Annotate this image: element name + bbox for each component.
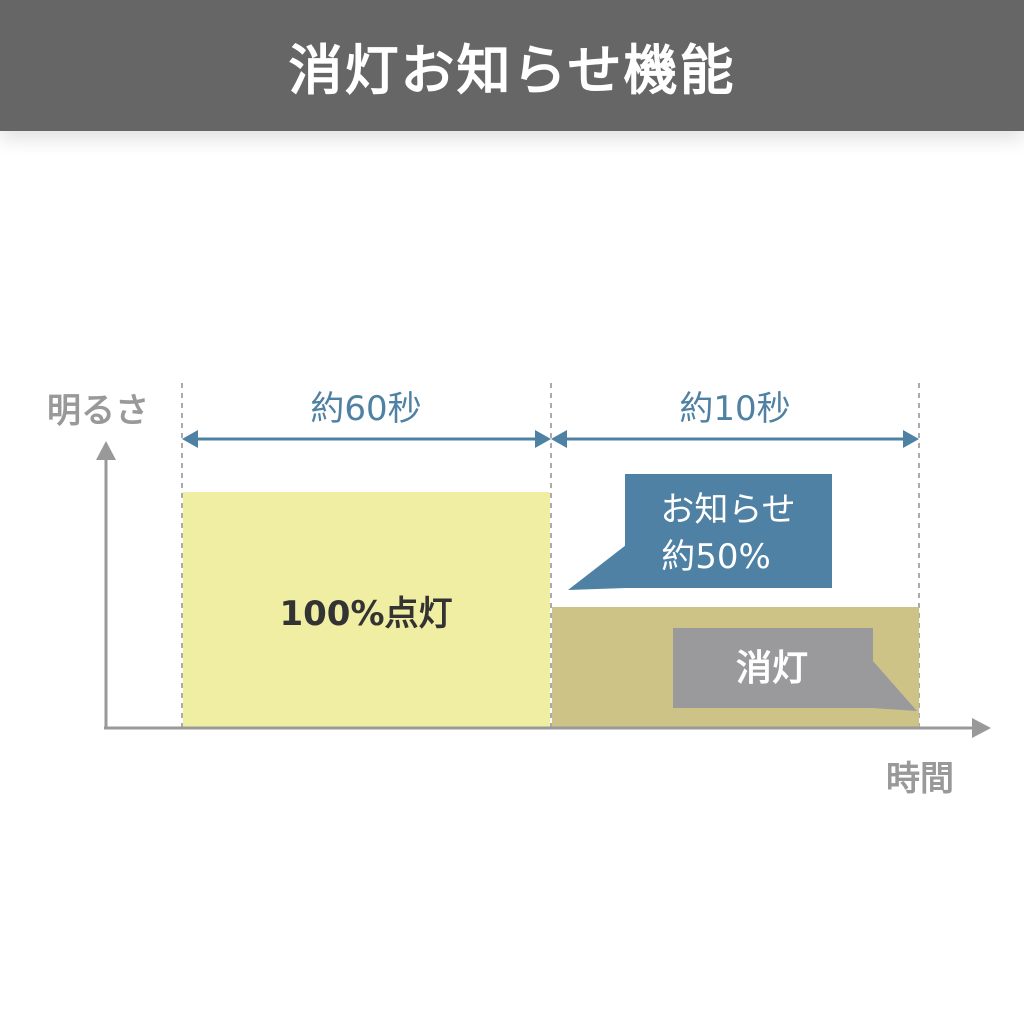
duration-label-1: 約60秒 <box>310 389 421 429</box>
page-title: 消灯お知らせ機能 <box>288 39 736 102</box>
off-callout-label: 消灯 <box>736 648 808 689</box>
x-axis-label: 時間 <box>886 759 954 799</box>
notice-callout-line1: お知らせ <box>660 490 795 530</box>
off-callout-box <box>673 628 873 708</box>
notice-callout-tail <box>568 545 626 590</box>
header-bar: 消灯お知らせ機能 <box>0 0 1024 131</box>
y-axis-arrowhead <box>96 441 116 460</box>
notice-callout-box <box>625 474 832 588</box>
duration-arrow-1-left-head <box>182 430 198 448</box>
full-brightness-block <box>183 492 550 728</box>
notice-callout-line2: 約50% <box>661 537 771 577</box>
y-axis-label: 明るさ <box>47 391 149 431</box>
full-brightness-label: 100%点灯 <box>279 594 452 634</box>
duration-arrow-1-right-head <box>535 430 551 448</box>
off-callout-tail <box>872 660 917 711</box>
duration-arrow-2-right-head <box>903 430 919 448</box>
duration-arrow-2-left-head <box>551 430 567 448</box>
x-axis-arrowhead <box>972 718 991 738</box>
duration-label-2: 約10秒 <box>679 389 790 429</box>
